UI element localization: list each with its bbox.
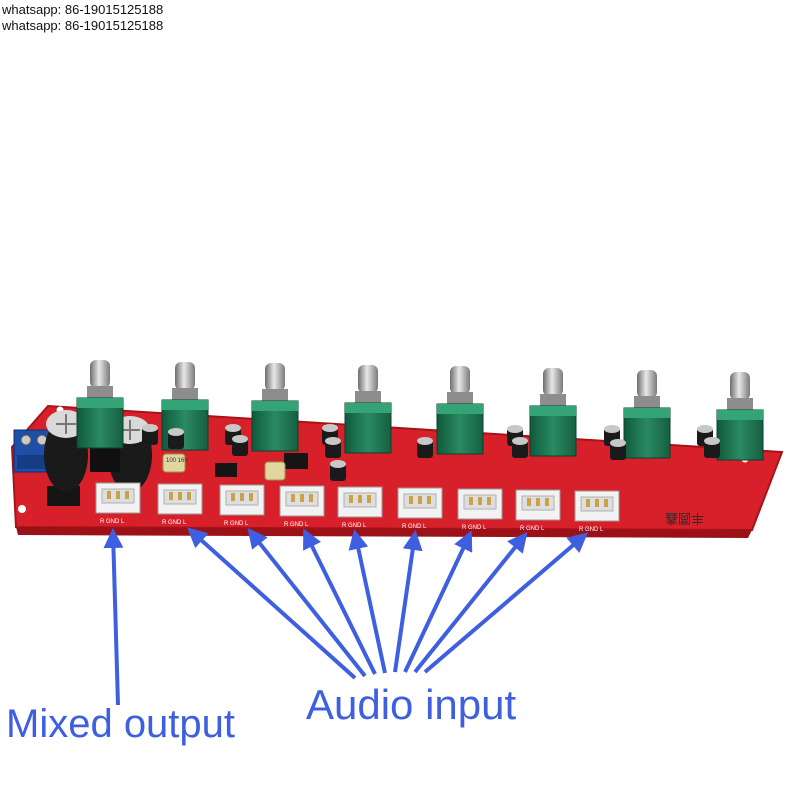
connector-pin-label: R GND L xyxy=(284,522,309,528)
op-amp-chip xyxy=(215,463,237,477)
potentiometer-knob xyxy=(529,368,577,457)
potentiometer-knob xyxy=(716,372,764,461)
capacitor-small xyxy=(168,428,184,449)
potentiometer-knob xyxy=(344,365,392,454)
input-connector: R GND L xyxy=(515,489,561,532)
input-connector: R GND L xyxy=(337,486,383,529)
svg-text:100 16V: 100 16V xyxy=(166,458,188,464)
input-connector: R GND L xyxy=(574,490,620,533)
capacitor-small xyxy=(330,460,346,481)
watermark-line-1: whatsapp: 86-19015125188 xyxy=(2,2,164,17)
capacitor-small-yellow xyxy=(264,461,286,481)
capacitor-small xyxy=(704,437,720,458)
capacitor-small xyxy=(232,435,248,456)
potentiometer-knob xyxy=(161,362,209,451)
capacitor-small xyxy=(142,424,158,445)
capacitor-small-yellow: 100 16V xyxy=(162,453,188,473)
potentiometer-knob xyxy=(251,363,299,452)
potentiometer-knob xyxy=(436,366,484,455)
mounting-hole xyxy=(18,505,26,513)
potentiometer-knob xyxy=(76,360,124,449)
arrow-audio-input xyxy=(413,531,528,674)
arrow-audio-input xyxy=(348,529,387,674)
connector-pin-label: R GND L xyxy=(162,520,187,526)
connector-group: R GND L R GND L R GND L R GND L R GND L R GND… xyxy=(95,482,620,533)
input-connector: R GND L xyxy=(397,487,443,530)
connector-pin-label: R GND L xyxy=(579,527,604,533)
arrow-audio-input xyxy=(393,530,423,673)
board-marking-chinese: 丰圆鑫 xyxy=(665,510,704,526)
connector-pin-label: R GND L xyxy=(342,523,367,529)
capacitor-small xyxy=(512,437,528,458)
capacitor-small xyxy=(417,437,433,458)
connector-pin-label: R GND L xyxy=(520,526,545,532)
arrow-audio-input xyxy=(187,527,357,680)
arrow-audio-input xyxy=(247,527,367,678)
input-connector: R GND L xyxy=(457,488,503,531)
connector-pin-label: R GND L xyxy=(462,525,487,531)
small-capacitor-group xyxy=(142,424,720,481)
potentiometer-group xyxy=(76,360,764,461)
connector-pin-label: R GND L xyxy=(100,519,125,525)
caption-mixed-output: Mixed output xyxy=(6,702,236,746)
arrow-group xyxy=(103,527,589,706)
arrow-audio-input xyxy=(403,530,473,673)
input-connector: R GND L xyxy=(279,485,325,528)
arrow-audio-input xyxy=(423,532,589,674)
potentiometer-knob xyxy=(623,370,671,459)
mounting-hole xyxy=(763,514,771,522)
connector-pin-label: R GND L xyxy=(224,521,249,527)
op-amp-chip xyxy=(284,453,308,469)
bridge-rectifier xyxy=(47,486,80,506)
connector-pin-label: R GND L xyxy=(402,524,427,530)
arrow-audio-input xyxy=(303,528,377,675)
capacitor-small xyxy=(610,439,626,460)
output-connector: R GND L xyxy=(95,482,141,525)
capacitor-small xyxy=(325,437,341,458)
arrow-mixed-output xyxy=(103,528,124,706)
input-connector: R GND L xyxy=(219,484,265,527)
watermark-line-2: whatsapp: 86-19015125188 xyxy=(2,18,164,33)
caption-audio-input: Audio input xyxy=(306,681,517,728)
input-connector: R GND L xyxy=(157,483,203,526)
